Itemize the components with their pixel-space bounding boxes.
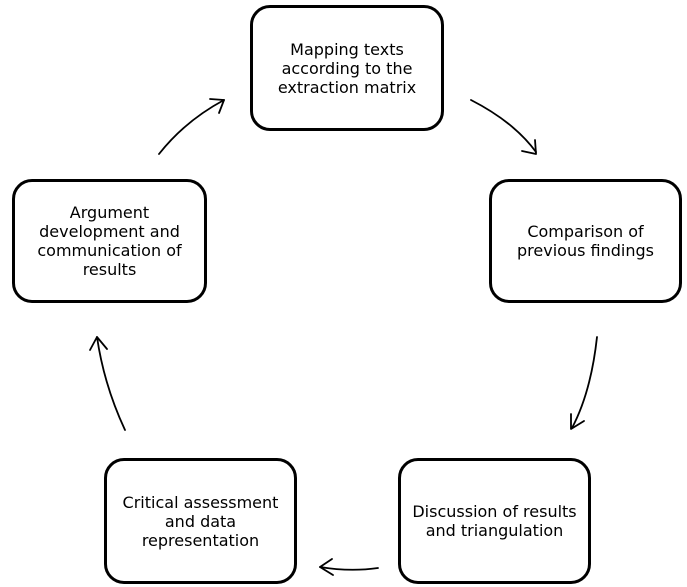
node-discussion: Discussion of results and triangulation <box>398 458 591 584</box>
node-mapping-texts-label: Mapping texts according to the extractio… <box>277 39 417 97</box>
arrow-discussion-to-critical <box>319 558 379 576</box>
node-critical-assessment: Critical assessment and data representat… <box>104 458 297 584</box>
arrow-comparison-to-discussion <box>570 336 598 430</box>
node-argument-development: Argument development and communication o… <box>12 179 207 303</box>
arrow-critical-to-argument <box>89 336 126 431</box>
node-mapping-texts: Mapping texts according to the extractio… <box>250 5 444 131</box>
node-critical-assessment-label: Critical assessment and data representat… <box>122 492 279 550</box>
arrow-argument-to-mapping <box>158 98 225 155</box>
node-comparison-label: Comparison of previous findings <box>517 222 654 260</box>
arrow-mapping-to-comparison <box>470 99 537 155</box>
node-argument-development-label: Argument development and communication o… <box>37 203 182 279</box>
node-comparison: Comparison of previous findings <box>489 179 682 303</box>
node-discussion-label: Discussion of results and triangulation <box>412 502 577 540</box>
